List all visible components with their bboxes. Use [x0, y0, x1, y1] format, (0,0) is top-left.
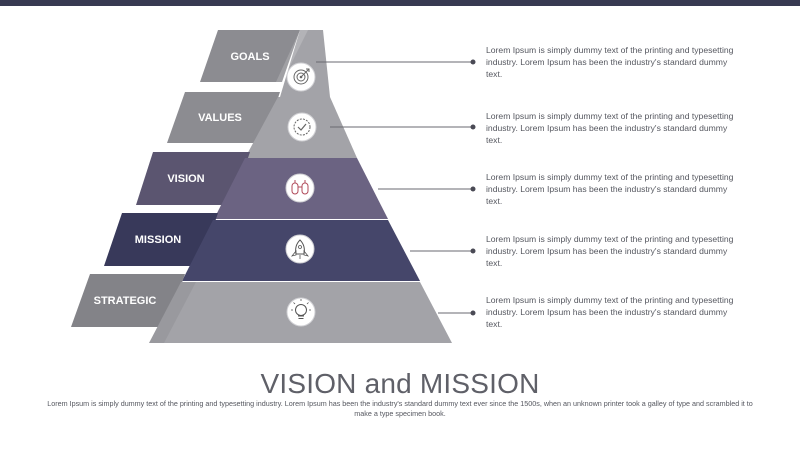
tab-strategic	[71, 274, 185, 327]
top-accent-bar	[0, 0, 800, 6]
tab-label-values: VALUES	[198, 112, 242, 124]
connector-dot-vision	[470, 186, 476, 192]
tab-mission	[104, 213, 218, 266]
target-icon	[286, 62, 316, 92]
pyramid-tier-strategic: STRATEGIC	[71, 274, 476, 343]
page-title: VISION and MISSION	[260, 368, 540, 399]
description-mission: Lorem Ipsum is simply dummy text of the …	[486, 234, 734, 268]
connector-dot-goals	[470, 59, 476, 65]
description-goals: Lorem Ipsum is simply dummy text of the …	[486, 45, 734, 79]
pyramid-tier-goals: GOALS	[200, 30, 476, 97]
tab-vision	[136, 152, 250, 205]
tab-goals	[200, 30, 300, 82]
tab-label-mission: MISSION	[135, 234, 182, 246]
description-values: Lorem Ipsum is simply dummy text of the …	[486, 111, 734, 145]
binoculars-icon	[285, 173, 315, 203]
description-strategic: Lorem Ipsum is simply dummy text of the …	[486, 295, 734, 329]
connector-dot-values	[470, 124, 476, 130]
tab-label-vision: VISION	[167, 173, 204, 185]
pyramid-tier-values: VALUES	[167, 92, 476, 158]
lightbulb-icon	[286, 297, 316, 327]
tab-label-strategic: STRATEGIC	[94, 295, 157, 307]
page-subtitle: Lorem Ipsum is simply dummy text of the …	[47, 399, 753, 418]
rocket-icon	[285, 234, 315, 264]
pyramid-tier-vision: VISION	[136, 152, 476, 219]
connector-dot-mission	[470, 248, 476, 254]
connector-dot-strategic	[470, 310, 476, 316]
tab-values	[167, 92, 280, 143]
pyramid-tier-mission: MISSION	[104, 213, 476, 281]
description-vision: Lorem Ipsum is simply dummy text of the …	[486, 172, 734, 206]
checkmark-icon	[287, 112, 317, 142]
tab-label-goals: GOALS	[230, 51, 269, 63]
